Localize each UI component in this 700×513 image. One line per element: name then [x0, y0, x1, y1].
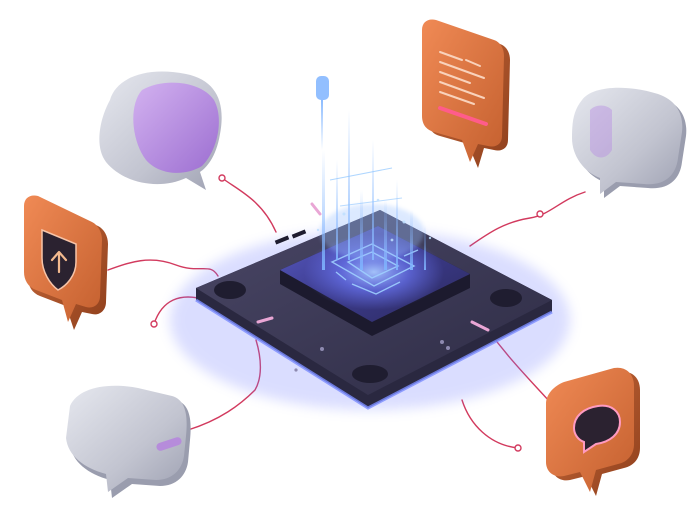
speech-bubble-bottom-left — [66, 385, 191, 498]
speech-bubble-top-left — [99, 71, 222, 190]
wire-node — [218, 174, 226, 182]
connector-pins — [256, 202, 490, 332]
chat-bubble-icon — [572, 404, 622, 454]
wire-node — [536, 210, 544, 218]
wire-top-left — [221, 177, 277, 233]
board-glow-edge — [195, 298, 553, 410]
chat-bubble-bottom-right — [546, 367, 640, 496]
document-lines-icon — [439, 51, 485, 105]
wire-node — [150, 320, 158, 328]
speech-bubble-right — [572, 87, 687, 198]
wire-node — [514, 444, 522, 452]
shield-upload-icon — [41, 228, 77, 291]
wire-right-top — [469, 191, 586, 247]
circuit-board — [170, 76, 570, 410]
shield-bubble-left — [24, 195, 108, 330]
document-bubble-top-right — [422, 19, 510, 169]
document-accent-bar — [438, 106, 488, 126]
hologram-beams — [316, 76, 432, 270]
wire-bottom-center — [461, 399, 519, 449]
hologram-pill — [316, 76, 329, 100]
board-pads — [214, 229, 522, 383]
board-dots — [294, 340, 450, 372]
